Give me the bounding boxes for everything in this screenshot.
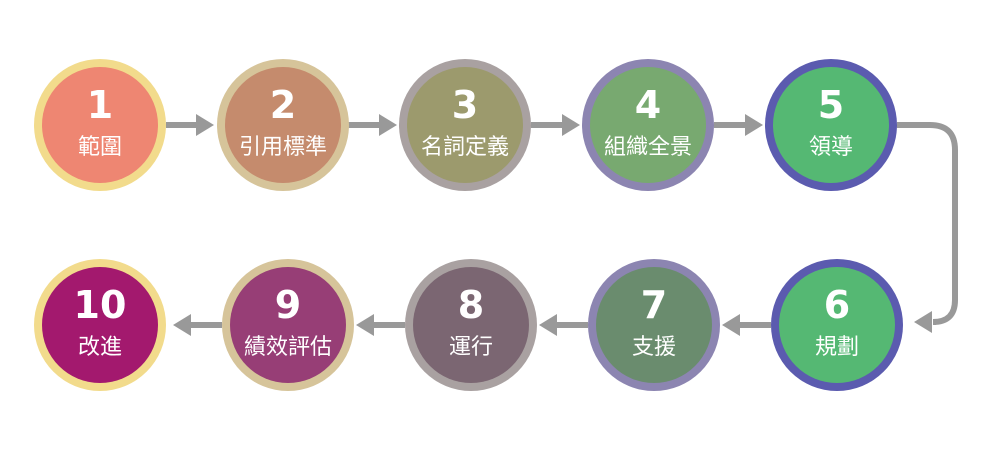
step-2: 2 引用標準: [217, 59, 349, 191]
step-9: 9 績效評估: [222, 259, 354, 391]
step-7: 7 支援: [588, 259, 720, 391]
step-8-label: 運行: [449, 335, 493, 360]
step-5-number: 5: [818, 83, 844, 127]
step-3-circle: [407, 67, 523, 183]
step-6-number: 6: [824, 283, 850, 327]
step-4-number: 4: [635, 83, 661, 127]
step-6-label: 規劃: [815, 335, 859, 360]
step-2-label: 引用標準: [239, 135, 327, 160]
step-1: 1 範圍: [34, 59, 166, 191]
step-1-label: 範圍: [78, 135, 122, 160]
step-10-circle: [42, 267, 158, 383]
step-3-label: 名詞定義: [421, 135, 509, 160]
arrow-1-2-head: [196, 114, 214, 136]
step-9-circle: [230, 267, 346, 383]
step-3: 3 名詞定義: [399, 59, 531, 191]
arrow-5-6: [897, 122, 958, 325]
arrow-7-8-head: [539, 314, 557, 336]
step-10-label: 改進: [78, 335, 122, 360]
arrow-2-3-head: [379, 114, 397, 136]
step-8-number: 8: [458, 283, 484, 327]
arrow-8-9-head: [356, 314, 374, 336]
step-5-circle: [773, 67, 889, 183]
step-4-label: 組織全景: [604, 135, 692, 160]
connectors: [166, 114, 958, 336]
step-3-number: 3: [452, 83, 478, 127]
arrow-3-4-head: [562, 114, 580, 136]
step-8-circle: [413, 267, 529, 383]
step-1-number: 1: [87, 83, 113, 127]
step-1-circle: [42, 67, 158, 183]
step-6: 6 規劃: [771, 259, 903, 391]
step-4: 4 組織全景: [582, 59, 714, 191]
step-5: 5 領導: [765, 59, 897, 191]
step-9-label: 績效評估: [244, 335, 332, 360]
step-5-label: 領導: [809, 135, 853, 160]
arrow-6-7-head: [722, 314, 740, 336]
step-6-circle: [779, 267, 895, 383]
arrow-4-5-head: [745, 114, 763, 136]
step-9-number: 9: [275, 283, 301, 327]
step-7-label: 支援: [632, 335, 676, 360]
arrow-5-6-head: [914, 311, 932, 333]
step-10: 10 改進: [34, 259, 166, 391]
step-4-circle: [590, 67, 706, 183]
step-7-number: 7: [641, 283, 667, 327]
step-7-circle: [596, 267, 712, 383]
step-8: 8 運行: [405, 259, 537, 391]
step-2-circle: [225, 67, 341, 183]
step-10-number: 10: [74, 283, 127, 327]
arrow-9-10-head: [173, 314, 191, 336]
step-2-number: 2: [270, 83, 296, 127]
